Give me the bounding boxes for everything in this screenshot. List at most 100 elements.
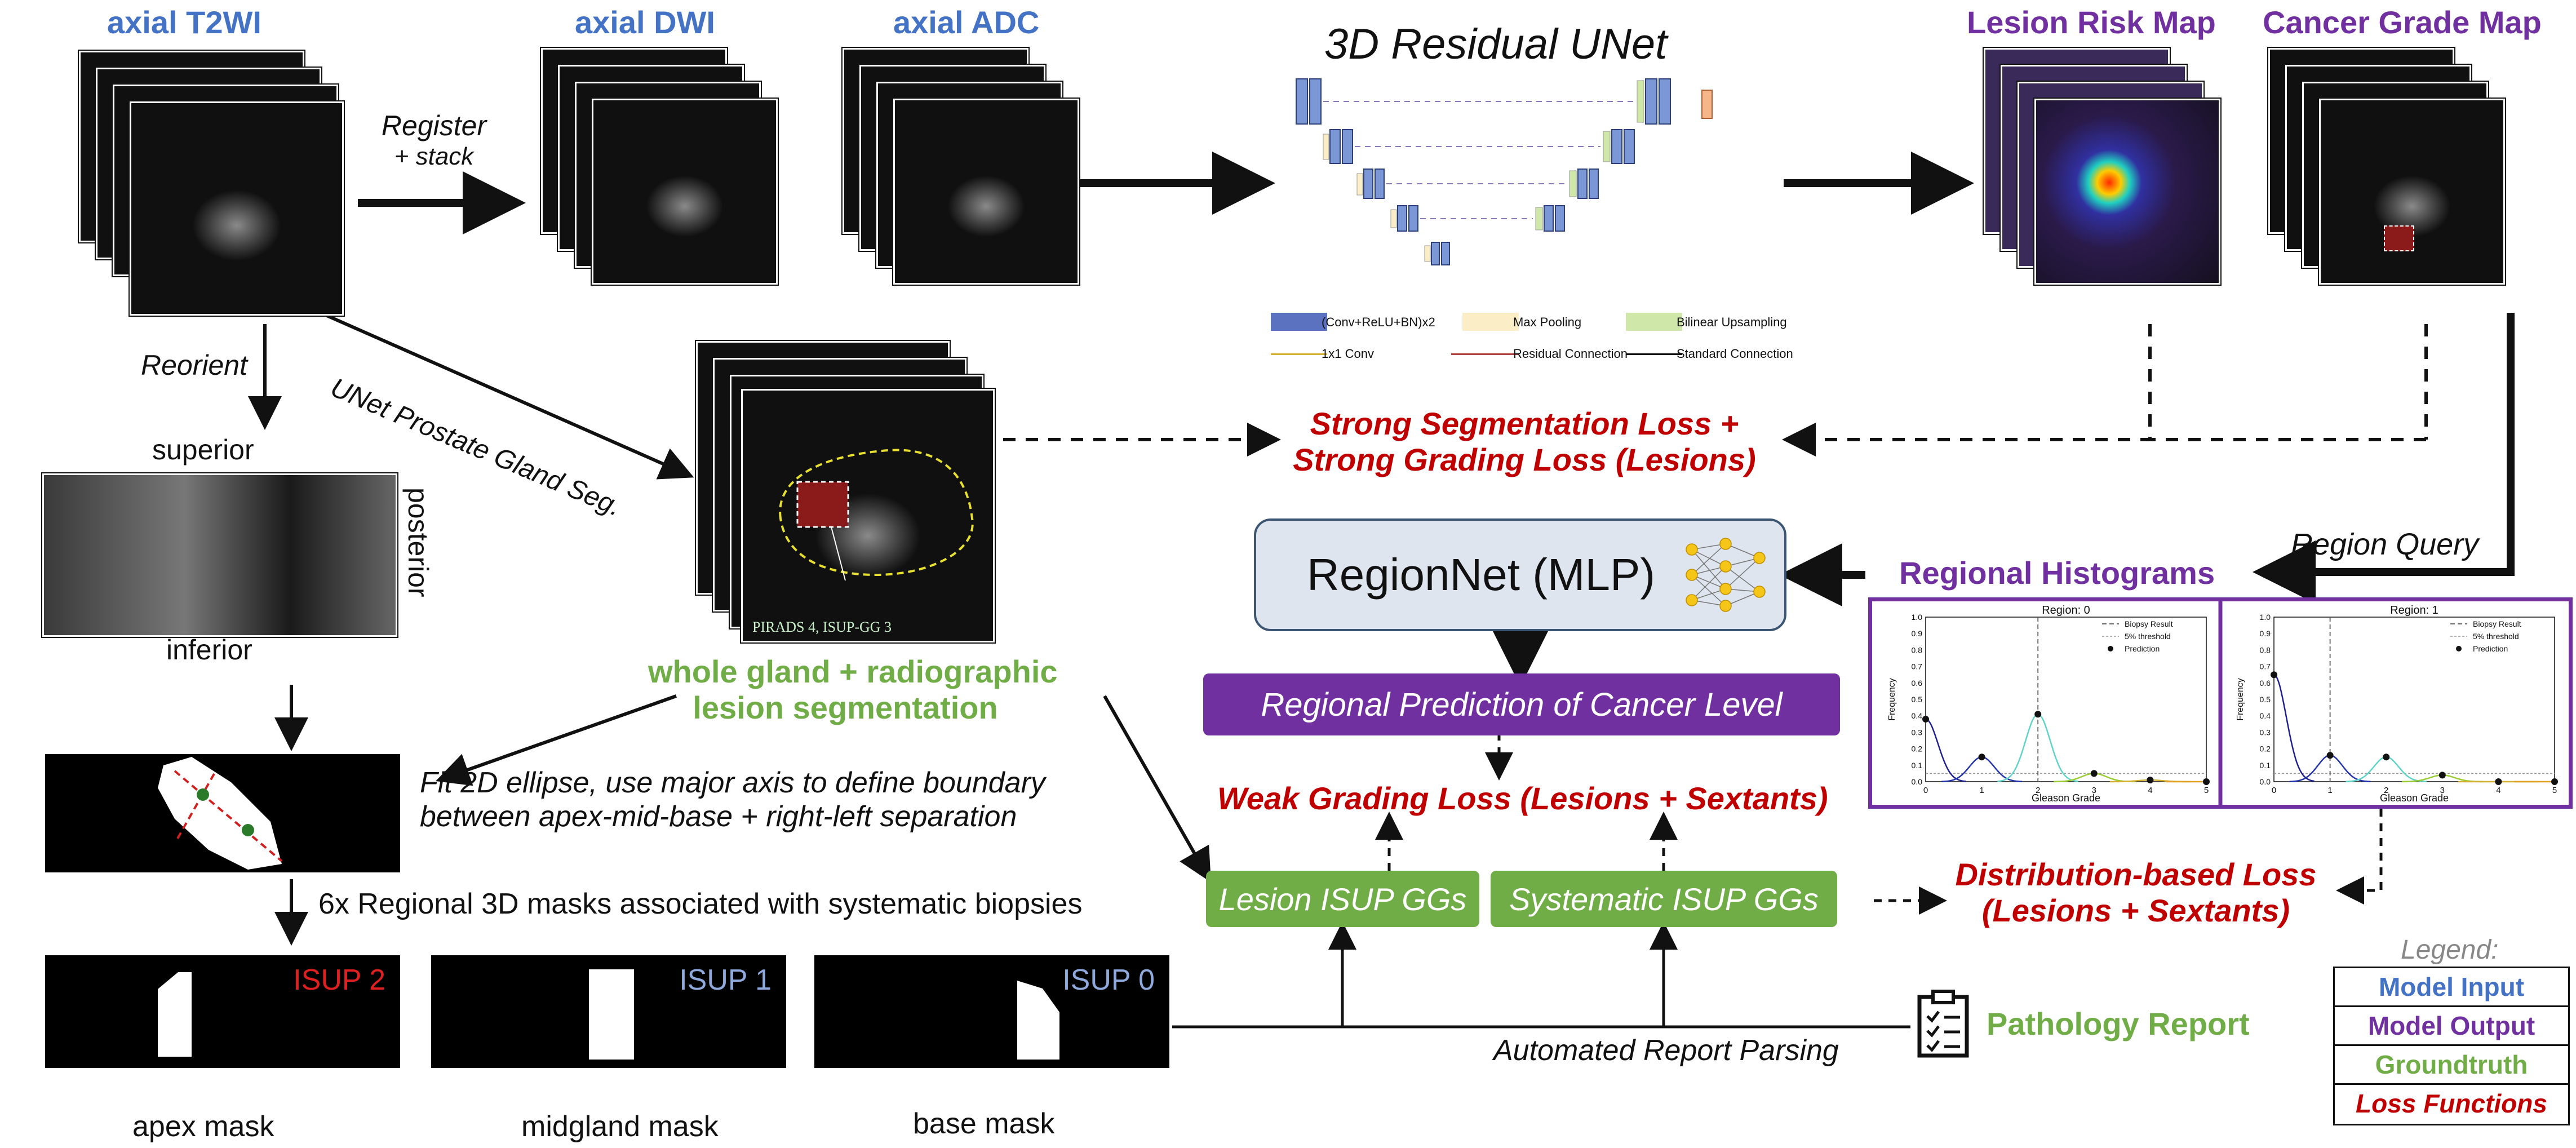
y-tick-label: 0.9 bbox=[1912, 629, 1923, 638]
seg-to-ellipse-arrow bbox=[436, 694, 677, 786]
whole-gland-label: whole gland + radiographic lesion segmen… bbox=[648, 654, 1058, 726]
ellipse-text: Fit 2D ellipse, use major axis to define… bbox=[420, 766, 1045, 833]
systematic-ggs-label: Systematic ISUP GGs bbox=[1509, 881, 1819, 917]
legend-upsample: Bilinear Upsampling bbox=[1677, 315, 1787, 329]
unet-legend: (Conv+ReLU+BN)x2 Max Pooling Bilinear Up… bbox=[1271, 307, 1823, 369]
x-tick-label: 3 bbox=[2092, 786, 2096, 795]
apex-isup: ISUP 2 bbox=[293, 964, 385, 996]
y-tick-label: 0.4 bbox=[2260, 711, 2271, 720]
y-tick-label: 0.5 bbox=[1912, 695, 1923, 704]
systematic-ggs-box: Systematic ISUP GGs bbox=[1491, 871, 1837, 927]
plot-frame bbox=[1925, 617, 2207, 782]
legend-title: Legend: bbox=[2401, 935, 2499, 965]
seg-diag-arrow bbox=[326, 314, 694, 480]
x-tick-label: 0 bbox=[1923, 786, 1928, 795]
x-tick-label: 5 bbox=[2552, 786, 2557, 795]
y-tick-label: 0.6 bbox=[2260, 679, 2271, 688]
plot-title: Region: 1 bbox=[2390, 604, 2438, 617]
report-icon bbox=[1917, 990, 1969, 1058]
y-tick-label: 0.5 bbox=[2260, 695, 2271, 704]
histo-to-dist-dashed bbox=[2336, 809, 2383, 905]
prediction-point bbox=[2438, 772, 2446, 779]
regionnet-label: RegionNet (MLP) bbox=[1307, 549, 1656, 600]
dwi-title: axial DWI bbox=[575, 5, 715, 40]
y-tick-label: 0.6 bbox=[1912, 679, 1923, 688]
apex-label: apex mask bbox=[132, 1110, 274, 1143]
y-tick-label: 0.1 bbox=[1912, 761, 1923, 770]
legend-threshold-label: 5% threshold bbox=[2125, 632, 2171, 641]
plot-xlabel: Gleason Grade bbox=[2380, 792, 2449, 804]
y-tick-label: 0.2 bbox=[2260, 744, 2271, 753]
legend-groundtruth: Groundtruth bbox=[2335, 1046, 2568, 1085]
pathology-label: Pathology Report bbox=[1987, 1006, 2250, 1041]
x-tick-label: 4 bbox=[2148, 786, 2152, 795]
y-tick-label: 0.2 bbox=[1912, 744, 1923, 753]
plot-xlabel: Gleason Grade bbox=[2032, 792, 2100, 804]
y-tick-label: 0.7 bbox=[1912, 662, 1923, 671]
plot-ylabel: Frequency bbox=[2236, 678, 2245, 721]
midgland-isup: ISUP 1 bbox=[679, 964, 772, 996]
base-isup: ISUP 0 bbox=[1062, 964, 1155, 996]
x-tick-label: 3 bbox=[2440, 786, 2445, 795]
legend-box: Model Input Model Output Groundtruth Los… bbox=[2333, 967, 2570, 1125]
mlp-icon bbox=[1686, 538, 1766, 612]
plot-ylabel: Frequency bbox=[1887, 678, 1897, 721]
region-query-label: Region Query bbox=[2291, 528, 2479, 561]
regionnet-box: RegionNet (MLP) bbox=[1254, 518, 1786, 631]
x-tick-label: 4 bbox=[2496, 786, 2500, 795]
y-tick-label: 0.8 bbox=[1912, 645, 1923, 654]
legend-prediction-label: Prediction bbox=[2125, 644, 2160, 653]
weak-loss-label: Weak Grading Loss (Lesions + Sextants) bbox=[1217, 781, 1828, 816]
unet-title: 3D Residual UNet bbox=[1324, 20, 1668, 68]
masks-text: 6x Regional 3D masks associated with sys… bbox=[318, 888, 1083, 920]
prediction-point bbox=[2090, 770, 2098, 777]
legend-maxpool: Max Pooling bbox=[1513, 315, 1582, 329]
base-mask: ISUP 0 bbox=[814, 955, 1169, 1068]
lesion-ggs-label: Lesion ISUP GGs bbox=[1218, 881, 1467, 917]
base-label: base mask bbox=[913, 1107, 1055, 1140]
prediction-point bbox=[2326, 752, 2334, 759]
prediction-curve bbox=[2273, 673, 2315, 782]
apex-mask: ISUP 2 bbox=[45, 955, 400, 1068]
prediction-curve bbox=[1925, 718, 1966, 782]
x-tick-label: 5 bbox=[2204, 786, 2209, 795]
y-tick-label: 0.1 bbox=[2260, 761, 2271, 770]
y-tick-label: 0.3 bbox=[2260, 728, 2271, 737]
prediction-point bbox=[2203, 778, 2210, 785]
y-tick-label: 0.4 bbox=[1912, 711, 1923, 720]
t2-title: axial T2WI bbox=[107, 5, 261, 40]
seg-image-label: PIRADS 4, ISUP-GG 3 bbox=[752, 619, 892, 635]
prediction-point bbox=[2271, 671, 2277, 679]
outputs-to-loss-dashed bbox=[1782, 324, 2152, 456]
legend-prediction-label: Prediction bbox=[2473, 644, 2508, 653]
automated-parsing-label: Automated Report Parsing bbox=[1493, 1034, 1839, 1067]
y-tick-label: 0.8 bbox=[2260, 645, 2271, 654]
legend-standard: Standard Connection bbox=[1677, 347, 1793, 361]
legend-residual: Residual Connection bbox=[1513, 347, 1628, 361]
y-tick-label: 1.0 bbox=[2260, 613, 2271, 622]
x-tick-label: 2 bbox=[2384, 786, 2388, 795]
prediction-curve bbox=[1941, 756, 2023, 783]
y-tick-label: 0.3 bbox=[1912, 728, 1923, 737]
sagittal-image bbox=[42, 473, 397, 637]
inferior-label: inferior bbox=[166, 634, 252, 666]
prediction-point bbox=[1978, 753, 1985, 761]
gland-to-lesion-arrow bbox=[1103, 695, 1211, 883]
superior-label: superior bbox=[152, 434, 254, 466]
legend-model-output: Model Output bbox=[2335, 1007, 2568, 1046]
x-tick-label: 1 bbox=[2327, 786, 2332, 795]
risk-map-title: Lesion Risk Map bbox=[1967, 5, 2216, 40]
register-label: Register + stack bbox=[381, 110, 487, 170]
ellipse-mask bbox=[45, 754, 400, 872]
prediction-point bbox=[2495, 778, 2502, 785]
legend-conv: (Conv+ReLU+BN)x2 bbox=[1322, 315, 1435, 329]
plot-title: Region: 0 bbox=[2042, 604, 2090, 617]
regional-histograms-title: Regional Histograms bbox=[1899, 555, 2215, 591]
y-tick-label: 0.9 bbox=[2260, 629, 2271, 638]
anterior-label: anterior bbox=[0, 586, 5, 682]
prediction-point bbox=[2034, 711, 2042, 718]
strong-loss-label: Strong Segmentation Loss + Strong Gradin… bbox=[1293, 406, 1756, 478]
plot-frame bbox=[2273, 617, 2555, 782]
legend-prediction-swatch bbox=[2108, 646, 2113, 651]
